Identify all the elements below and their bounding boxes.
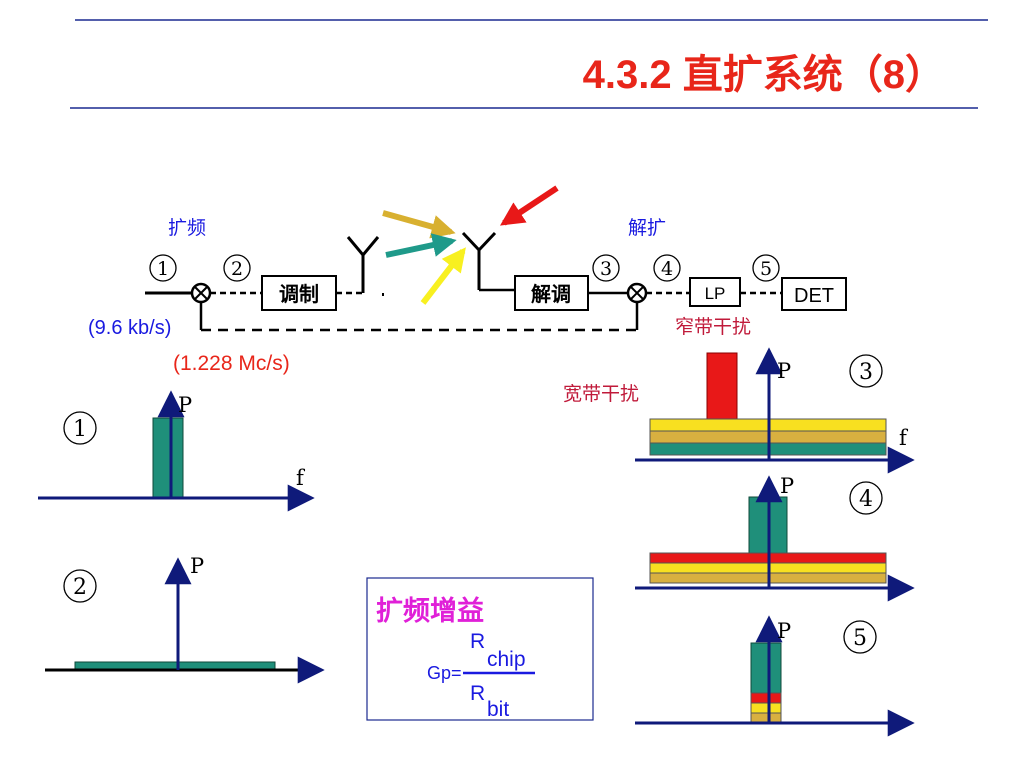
- gain-r-bottom: R: [470, 682, 485, 705]
- spectrum-2: [45, 557, 325, 684]
- spectrum-3-badge: [849, 354, 883, 388]
- point-4-circle: [653, 254, 681, 282]
- lp-label: LP: [705, 284, 726, 303]
- spectrum-2-p-label: P: [190, 554, 204, 578]
- chip-rate-label: (1.228 Mc/s): [173, 352, 290, 375]
- spectrum-3-number: 3: [859, 360, 873, 385]
- point-3-label: 3: [600, 258, 612, 280]
- arrow-tan: [382, 210, 456, 239]
- spectrum-1: [38, 390, 315, 512]
- point-5-label: 5: [760, 258, 772, 280]
- arrow-yellow: [420, 247, 466, 305]
- point-1-label: 1: [157, 258, 169, 280]
- spectrum-4-number: 4: [859, 487, 873, 512]
- spectrum-5: [635, 615, 915, 737]
- spectrum-1-signal: [152, 417, 184, 499]
- spectrum-2-number: 2: [73, 575, 87, 600]
- spectrum-3-p-label: P: [777, 359, 791, 383]
- modulate-label: 调制: [279, 282, 319, 306]
- block-diagram: [145, 231, 847, 332]
- det-box: [781, 277, 847, 311]
- spectrum-1-number: 1: [73, 417, 87, 442]
- gain-chip: chip: [487, 648, 526, 671]
- gain-title: 扩频增益: [376, 595, 484, 627]
- point-3-circle: [592, 254, 620, 282]
- spectrum-5-number: 5: [853, 626, 867, 651]
- point-2-label: 2: [231, 258, 243, 280]
- spectrum-5-signal: [750, 642, 782, 694]
- spectrum-2-badge: [63, 569, 97, 603]
- spread-label: 扩频: [168, 217, 206, 239]
- spectrum-3-f-label: f: [899, 426, 909, 450]
- spectrum-3-narrowband: [706, 352, 738, 420]
- slide-title: 4.3.2 直扩系统（8）: [583, 53, 945, 97]
- spectrum-5-badge: [843, 620, 877, 654]
- spectrum-1-f-label: f: [296, 466, 306, 490]
- point-markers: [149, 254, 780, 282]
- gain-gp: Gp=: [427, 663, 462, 683]
- arrow-teal: [385, 233, 457, 258]
- despread-label: 解扩: [628, 217, 666, 239]
- bit-rate-label: (9.6 kb/s): [88, 317, 171, 339]
- gain-bit: bit: [487, 698, 509, 721]
- point-2-circle: [223, 254, 251, 282]
- wideband-label: 宽带干扰: [563, 383, 639, 405]
- spectrum-4-p-label: P: [780, 474, 794, 498]
- point-1-circle: [149, 254, 177, 282]
- spectrum-4: [635, 475, 915, 602]
- arrow-red: [499, 185, 559, 226]
- narrowband-label: 窄带干扰: [675, 316, 751, 338]
- demodulate-label: 解调: [531, 282, 571, 306]
- det-label: DET: [794, 285, 834, 307]
- spectrum-3: [635, 347, 915, 474]
- processing-gain-box: [366, 577, 594, 721]
- point-4-label: 4: [661, 258, 673, 280]
- spectrum-1-badge: [63, 411, 97, 445]
- spectrum-1-p-label: P: [178, 393, 192, 417]
- gain-r-top: R: [470, 630, 485, 653]
- spectrum-5-p-label: P: [777, 619, 791, 643]
- point-5-circle: [752, 254, 780, 282]
- spectrum-4-badge: [849, 481, 883, 515]
